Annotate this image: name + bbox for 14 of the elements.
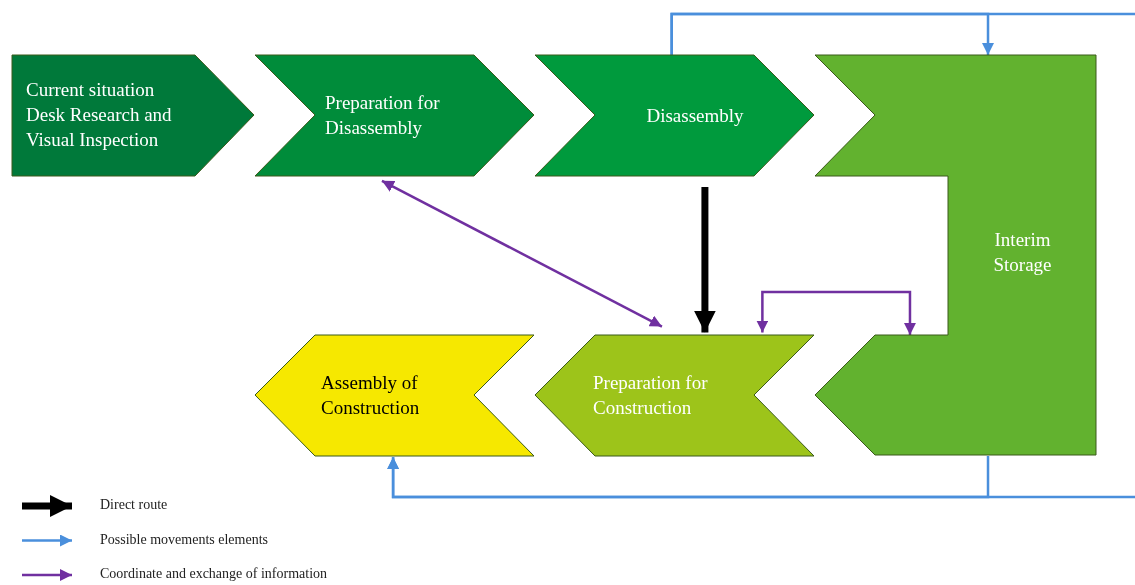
arrow: [381, 179, 663, 328]
legend-text: Possible movements elements: [100, 531, 268, 548]
step-label: Current situation: [26, 78, 156, 102]
connector-line: [670, 12, 1135, 55]
step-label: Disassembly: [645, 104, 745, 128]
step-label: Interim Storage: [992, 228, 1053, 277]
step-label: Preparation for Construction: [593, 371, 709, 420]
step-label: Assembly of Construction: [321, 371, 421, 420]
arrow: [387, 457, 1135, 499]
legend-text: Direct route: [100, 497, 168, 513]
arrow: [756, 290, 916, 335]
legend-text: Coordinate and exchange of information: [100, 566, 328, 582]
step-label: Preparation for Disassembly: [325, 91, 441, 140]
step-label: Desk Research and Visual Inspection: [26, 103, 173, 152]
